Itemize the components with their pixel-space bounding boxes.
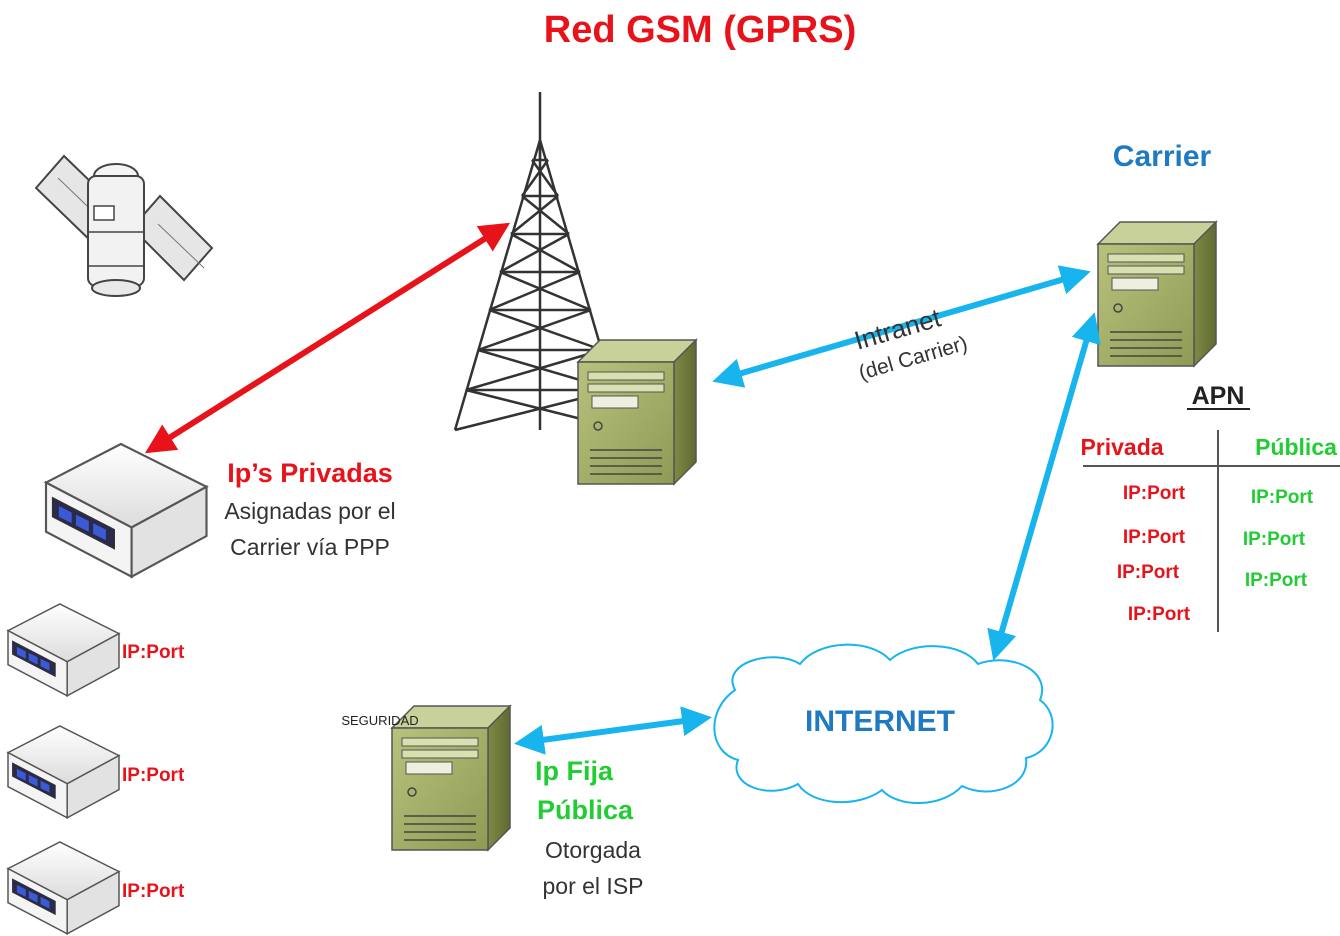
modem-icon [7,725,120,819]
apn-private-item: IP:Port [1128,604,1191,625]
security-label: SEGURIDAD [341,713,418,728]
apn-private-item: IP:Port [1117,562,1180,583]
server-icon [1097,221,1217,367]
apn-public-item: IP:Port [1243,529,1306,550]
apn-private-item: IP:Port [1123,527,1186,548]
radio-link-arrow [144,222,511,454]
private-ips-line1: Asignadas por el [224,498,395,524]
public-ip-line1: Ip Fija [535,756,614,786]
internet-label: INTERNET [805,705,955,738]
security-internet-arrow [514,706,712,755]
diagram-title: Red GSM (GPRS) [544,9,856,51]
apn-public-item: IP:Port [1251,487,1314,508]
server-icon [577,339,697,485]
device-ip-label: IP:Port [122,765,185,786]
public-ip-line2: Pública [537,795,634,825]
public-ip-line3: Otorgada [545,837,641,863]
private-ips-heading: Ip’s Privadas [227,458,393,488]
apn-col-private: Privada [1080,434,1163,460]
private-ips-line2: Carrier vía PPP [230,534,390,560]
device-ip-label: IP:Port [122,881,185,902]
apn-private-item: IP:Port [1123,483,1186,504]
carrier-label: Carrier [1113,140,1212,173]
apn-title: APN [1192,382,1245,410]
intranet-arrow [712,265,1091,388]
modem-icon [44,442,208,578]
apn-public-item: IP:Port [1245,570,1308,591]
apn-col-public: Pública [1255,434,1337,460]
public-ip-line4: por el ISP [543,873,644,899]
internet-carrier-arrow [987,312,1101,661]
cloud-icon [713,643,1054,804]
modem-icon [7,841,120,935]
device-ip-label: IP:Port [122,642,185,663]
modem-icon [7,603,120,697]
satellite-icon [34,154,214,297]
